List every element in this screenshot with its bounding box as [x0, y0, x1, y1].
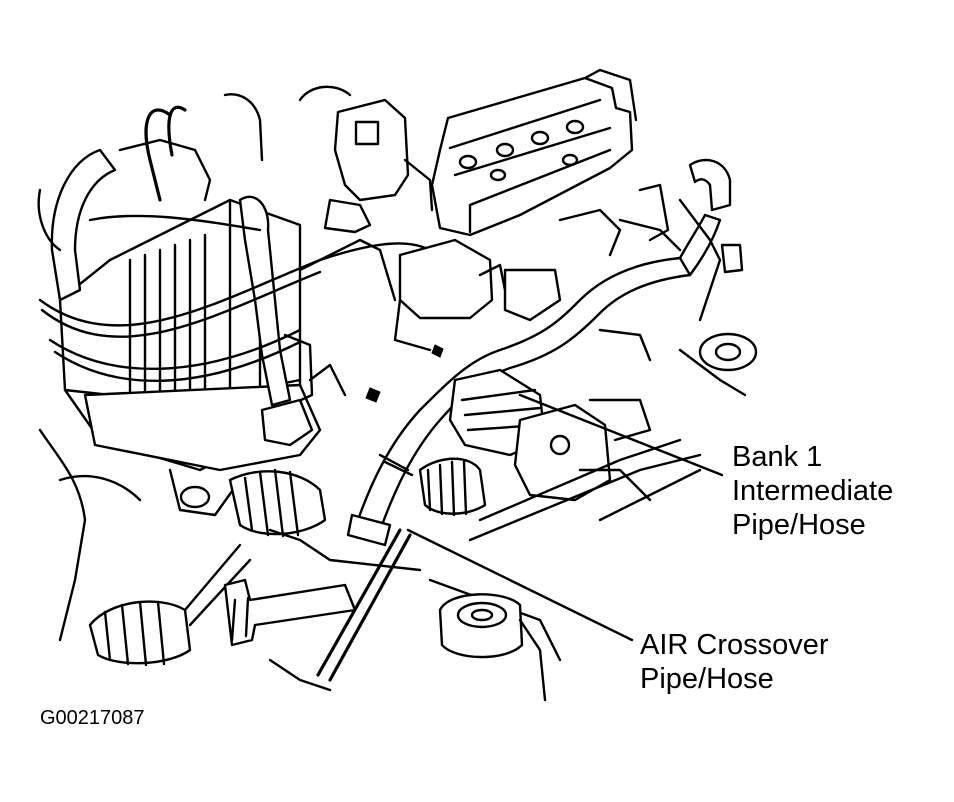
throttle-body [298, 85, 434, 234]
air-crossover-callout-line2: Pipe/Hose [640, 663, 774, 695]
right-side-components [558, 158, 758, 397]
air-crossover-callout-line1: AIR Crossover [640, 629, 829, 661]
air-crossover-leader-line [406, 528, 634, 642]
vacuum-hose [238, 195, 314, 447]
lower-center-parts [223, 528, 422, 692]
wiring-harness [38, 214, 432, 383]
air-crossover-callout: AIR Crossover Pipe/Hose [640, 628, 829, 696]
bank1-callout-line2: Intermediate [732, 475, 894, 507]
bank1-callout-line1: Bank 1 [732, 441, 823, 473]
lower-left-axle [38, 428, 327, 667]
center-sensors [308, 238, 562, 403]
bank1-leader-line [518, 393, 724, 477]
lower-right-parts [428, 438, 702, 702]
bank1-callout-line3: Pipe/Hose [732, 509, 866, 541]
figure-id: G00217087 [40, 707, 145, 729]
air-cleaner-housing [58, 198, 322, 517]
valve-cover [430, 68, 638, 237]
bank1-callout: Bank 1 Intermediate Pipe/Hose [732, 440, 893, 542]
upper-left-hoses [37, 93, 264, 302]
bank1-intermediate-pipe [418, 368, 652, 517]
